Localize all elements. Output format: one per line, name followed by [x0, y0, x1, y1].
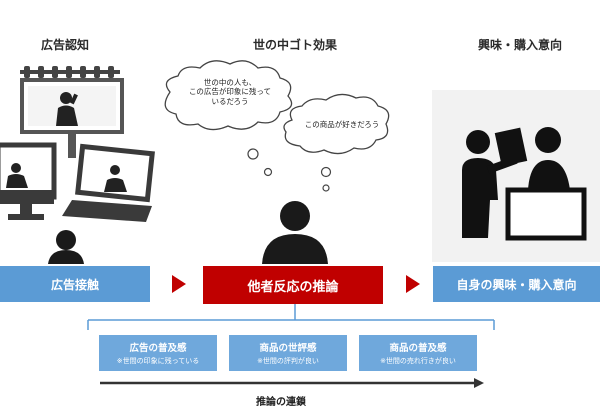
purchase-scene-icon — [462, 127, 587, 241]
purchase-intent-bar: 自身の興味・購入意向 — [433, 266, 600, 302]
desktop-monitor-icon — [0, 142, 57, 220]
inference-bar: 他者反応の推論 — [203, 266, 383, 304]
sub-box-note: ※世間の印象に残っている — [116, 357, 200, 365]
sub-box-note: ※世間の売れ行きが良い — [380, 357, 456, 365]
ad-contact-bar: 広告接触 — [0, 266, 150, 302]
sub-box-title: 商品の世評感 — [259, 343, 317, 354]
sub-box-title: 商品の普及感 — [389, 343, 447, 354]
viewer-person-icon — [48, 230, 84, 264]
laptop-icon — [62, 143, 155, 222]
sub-box-product-spread: 商品の普及感 ※世間の売れ行きが良い — [359, 335, 477, 371]
billboard-icon — [20, 66, 124, 158]
sub-box-ad-spread: 広告の普及感 ※世間の印象に残っている — [99, 335, 217, 371]
inference-chain-label: 推論の連鎖 — [250, 393, 312, 408]
cloud-2-text: この商品が好きだろう — [304, 120, 380, 129]
thinking-person-icon — [262, 201, 328, 264]
thought-cloud-2 — [283, 93, 390, 155]
bracket-lines — [87, 304, 495, 330]
left-column-title: 広告認知 — [40, 38, 89, 52]
center-column-title: 世の中ゴト効果 — [252, 38, 337, 52]
sub-box-note: ※世間の評判が良い — [257, 357, 319, 365]
sub-box-title: 広告の普及感 — [129, 343, 187, 354]
chain-arrow — [100, 378, 484, 388]
arrow-right-2 — [406, 275, 420, 293]
thought-cloud-1 — [164, 60, 293, 131]
right-column-title: 興味・購入意向 — [477, 38, 562, 52]
arrow-right-1 — [172, 275, 186, 293]
thought-bubbles — [247, 148, 332, 192]
cloud-1-text: 世の中の人も、 この広告が印象に残って いるだろう — [188, 78, 272, 106]
sub-box-product-reputation: 商品の世評感 ※世間の評判が良い — [229, 335, 347, 371]
